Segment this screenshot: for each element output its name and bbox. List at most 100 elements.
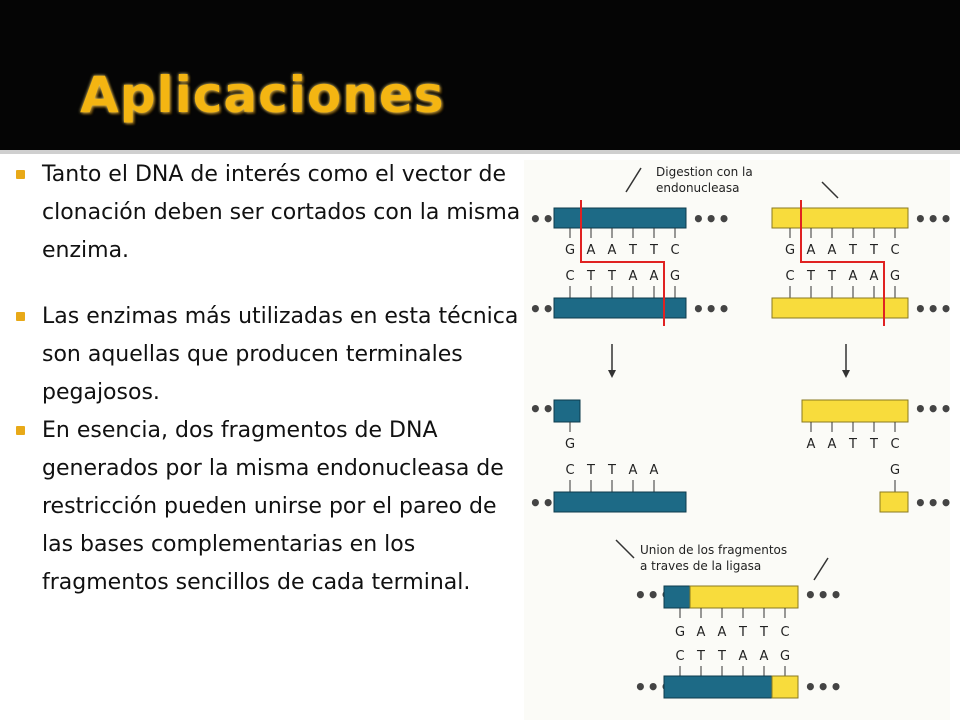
base-letter: G <box>670 269 680 284</box>
dna-strand-bar <box>663 585 691 609</box>
base-letter: G <box>890 463 900 478</box>
base-letter: A <box>828 437 837 452</box>
arrow-icon <box>615 539 635 559</box>
bullet-marker-icon <box>16 170 25 179</box>
base-letter: G <box>785 243 795 258</box>
base-letter: A <box>650 269 659 284</box>
arrow-icon <box>813 557 829 581</box>
arrow-icon <box>821 181 839 199</box>
base-letter: A <box>807 437 816 452</box>
base-letter: A <box>629 269 638 284</box>
ellipsis-icon: ••• <box>914 491 950 515</box>
base-letter: C <box>890 243 899 258</box>
base-letter: A <box>849 269 858 284</box>
bullet-text: Tanto el DNA de interés como el vector d… <box>42 162 521 263</box>
vector-strand-bar <box>689 585 799 609</box>
base-letter: G <box>565 437 575 452</box>
base-letter: T <box>806 269 815 284</box>
base-letter: G <box>675 625 685 640</box>
base-letter: T <box>759 625 768 640</box>
down-arrow-icon <box>608 370 616 378</box>
base-letter: A <box>739 649 748 664</box>
ellipsis-icon: ••• <box>914 297 950 321</box>
bullet-list: Tanto el DNA de interés como el vector d… <box>14 154 524 602</box>
dna-strand-bar <box>553 207 687 229</box>
base-letter: T <box>649 243 658 258</box>
base-letter: T <box>607 269 616 284</box>
vector-strand-bar <box>771 675 799 699</box>
title-band: Aplicaciones <box>0 0 960 150</box>
ellipsis-icon: ••• <box>804 675 842 699</box>
vector-strand-bar <box>771 207 909 229</box>
base-letter: T <box>586 269 595 284</box>
base-letter: T <box>696 649 705 664</box>
base-letter: A <box>828 243 837 258</box>
cut-line <box>800 200 885 326</box>
cut-line <box>580 200 665 326</box>
vector-fragment-right: ••• G A A T T C C T T A A G ••• <box>771 200 950 326</box>
title-divider <box>0 150 960 154</box>
dna-fragment-left: ••• ••• G A A T T C C T T A A G ••• ••• <box>529 200 730 326</box>
down-arrow-icon <box>842 370 850 378</box>
digestion-label: endonucleasa <box>656 181 739 195</box>
ellipsis-icon: ••• <box>692 297 730 321</box>
ellipsis-icon: ••• <box>914 207 950 231</box>
bullet-text: En esencia, dos fragmentos de DNA genera… <box>42 418 504 595</box>
bullet-marker-icon <box>16 312 25 321</box>
base-letter: A <box>629 463 638 478</box>
base-letter: T <box>869 243 878 258</box>
base-letter: G <box>565 243 575 258</box>
base-letter: A <box>650 463 659 478</box>
cut-fragment-right: ••• A A T T C G ••• <box>801 397 950 515</box>
base-letter: A <box>807 243 816 258</box>
restriction-ligation-figure: Digestion con la endonucleasa ••• ••• G … <box>524 160 950 720</box>
base-letter: T <box>717 649 726 664</box>
slide-title: Aplicaciones <box>80 66 445 124</box>
base-letter: T <box>848 243 857 258</box>
base-letter: A <box>697 625 706 640</box>
base-letter: A <box>760 649 769 664</box>
base-letter: T <box>848 437 857 452</box>
ligation-label: a traves de la ligasa <box>640 559 761 573</box>
dna-strand-bar <box>553 491 687 513</box>
vector-strand-bar <box>879 491 909 513</box>
base-letter: G <box>780 649 790 664</box>
ellipsis-icon: ••• <box>692 207 730 231</box>
ligated-product: ••• ••• G A A T T C C T T A A G ••• ••• <box>634 583 842 699</box>
dna-diagram: Digestion con la endonucleasa ••• ••• G … <box>524 160 950 720</box>
base-letter: C <box>565 463 574 478</box>
figure-background <box>524 160 950 720</box>
base-letter: C <box>780 625 789 640</box>
bullet-item: En esencia, dos fragmentos de DNA genera… <box>14 412 524 602</box>
base-letter: C <box>785 269 794 284</box>
ligation-label: Union de los fragmentos <box>640 543 787 557</box>
dna-strand-bar <box>663 675 773 699</box>
base-letter: A <box>718 625 727 640</box>
base-letter: T <box>586 463 595 478</box>
digestion-label: Digestion con la <box>656 165 753 179</box>
base-letter: T <box>869 437 878 452</box>
bullet-text: Las enzimas más utilizadas en esta técni… <box>42 304 519 405</box>
dna-strand-bar <box>553 297 687 319</box>
base-letter: C <box>670 243 679 258</box>
base-letter: A <box>587 243 596 258</box>
vector-strand-bar <box>771 297 909 319</box>
ellipsis-icon: ••• <box>914 397 950 421</box>
base-letter: A <box>870 269 879 284</box>
base-letter: C <box>565 269 574 284</box>
ellipsis-icon: ••• <box>804 583 842 607</box>
base-letter: G <box>890 269 900 284</box>
base-letter: T <box>827 269 836 284</box>
bullet-marker-icon <box>16 426 25 435</box>
bullet-item: Las enzimas más utilizadas en esta técni… <box>14 298 524 412</box>
vector-strand-bar <box>801 399 909 423</box>
dna-strand-bar <box>553 399 581 423</box>
base-letter: A <box>608 243 617 258</box>
base-letter: C <box>675 649 684 664</box>
cut-fragment-left: ••• G C T T A A ••• <box>529 397 687 515</box>
base-letter: T <box>607 463 616 478</box>
base-letter: T <box>628 243 637 258</box>
base-letter: C <box>890 437 899 452</box>
base-letter: T <box>738 625 747 640</box>
bullet-item: Tanto el DNA de interés como el vector d… <box>14 156 524 270</box>
